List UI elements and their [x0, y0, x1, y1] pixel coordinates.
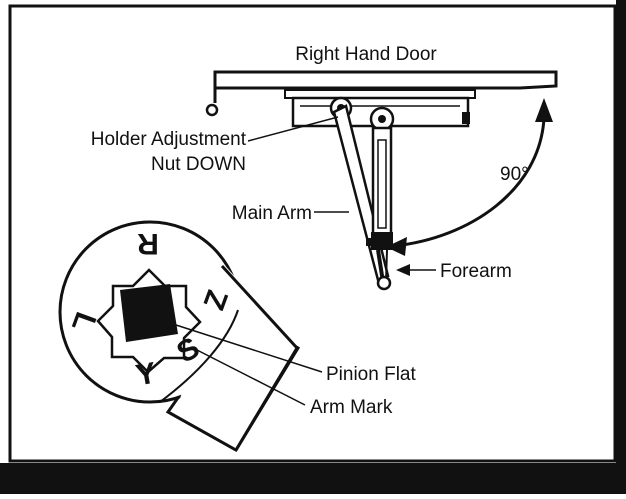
- main-arm-label: Main Arm: [232, 203, 312, 224]
- pinion-flat-label: Pinion Flat: [326, 364, 416, 385]
- pinion-detail: [58, 220, 301, 453]
- pinion-letter-top: R: [137, 227, 159, 260]
- outer-border: [8, 4, 617, 463]
- arm-end-pivot: [376, 275, 392, 291]
- holder-label-line1: Holder Adjustment: [91, 129, 247, 150]
- forearm-label: Forearm: [440, 261, 512, 282]
- arm-mark-label: Arm Mark: [310, 397, 393, 418]
- swing-arrow: [386, 98, 553, 256]
- holder-label-line2: Nut DOWN: [151, 154, 246, 175]
- holder-leader-line: [247, 116, 339, 142]
- bottom-bar: [0, 463, 626, 494]
- forearm-arrow: [396, 264, 436, 276]
- forearm: [366, 126, 393, 291]
- pinion-flat-leader-line: [175, 324, 323, 373]
- angle-label: 90°: [500, 164, 529, 185]
- right-hand-door: [205, 70, 558, 117]
- door-label: Right Hand Door: [295, 44, 437, 65]
- pinion-flat-square: [120, 284, 178, 342]
- hinge-pivot: [205, 103, 219, 117]
- right-edge-bar: [616, 0, 626, 494]
- arm-mark-leader-line: [196, 349, 306, 406]
